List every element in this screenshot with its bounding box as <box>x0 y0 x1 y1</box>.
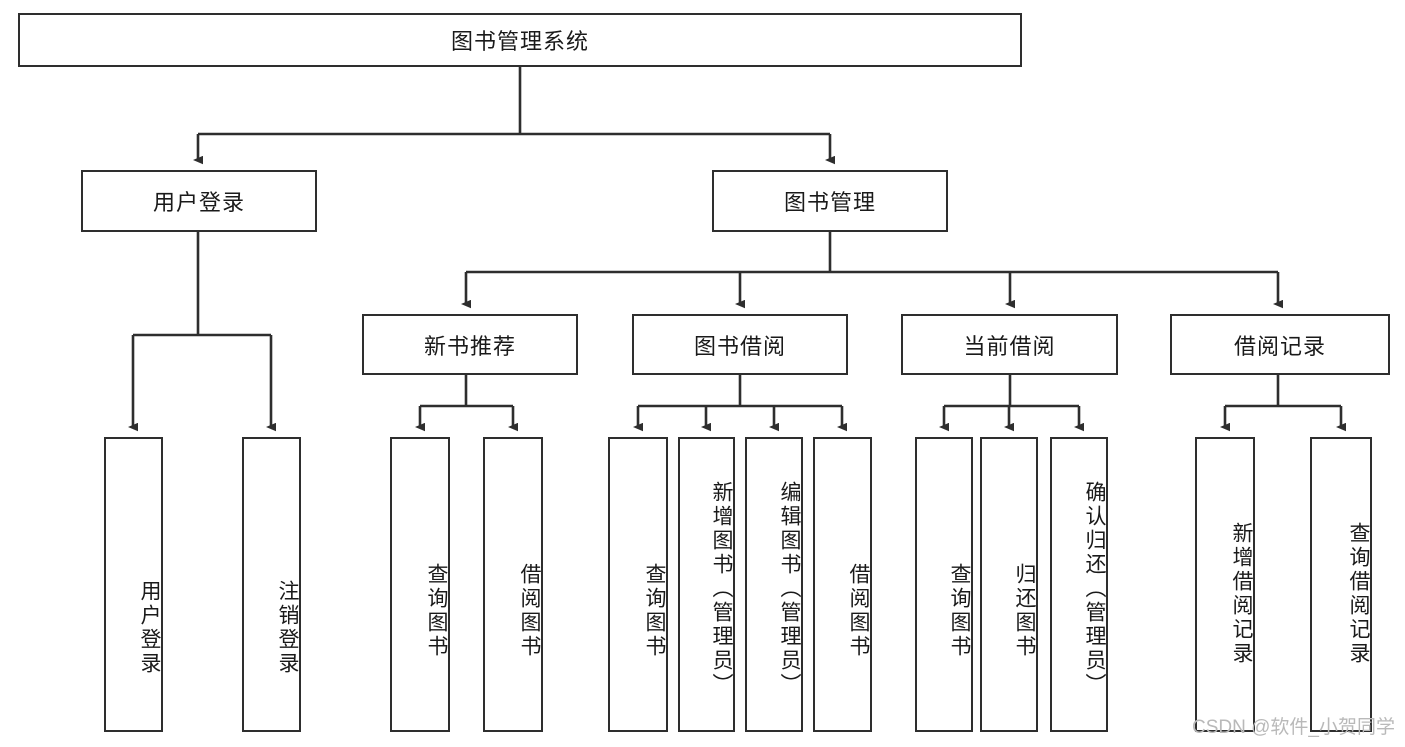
node-label: 确认归还（管理员） <box>1083 480 1106 697</box>
node-label: 用户登录 <box>152 190 245 215</box>
node-root-system[interactable]: 图书管理系统 <box>18 13 1022 67</box>
node-borrow-record[interactable]: 借阅记录 <box>1170 314 1390 375</box>
node-label: 用户登录 <box>138 579 161 676</box>
node-label: 归还图书 <box>1013 562 1036 659</box>
node-new-book-recommend[interactable]: 新书推荐 <box>362 314 578 375</box>
leaf-book-borrow-edit-book-admin[interactable]: 编辑图书（管理员） <box>745 437 803 732</box>
node-label: 图书管理系统 <box>450 29 589 54</box>
leaf-borrow-record-query-record[interactable]: 查询借阅记录 <box>1310 437 1372 732</box>
node-label: 借阅记录 <box>1233 333 1326 359</box>
node-label: 借阅图书 <box>518 562 541 659</box>
leaf-current-borrow-query-book[interactable]: 查询图书 <box>915 437 973 732</box>
csdn-watermark: CSDN @软件_小贺同学 <box>1192 717 1395 738</box>
leaf-new-book-query-book[interactable]: 查询图书 <box>390 437 450 732</box>
node-label: 注销登录 <box>276 579 299 676</box>
node-label: 新书推荐 <box>423 333 516 359</box>
leaf-current-borrow-confirm-return-admin[interactable]: 确认归还（管理员） <box>1050 437 1108 732</box>
node-label: 新增图书（管理员） <box>710 480 733 697</box>
node-book-borrow[interactable]: 图书借阅 <box>632 314 848 375</box>
node-label: 图书管理 <box>783 190 876 215</box>
leaf-borrow-record-add-record[interactable]: 新增借阅记录 <box>1195 437 1255 732</box>
leaf-new-book-borrow-book[interactable]: 借阅图书 <box>483 437 543 732</box>
node-label: 查询借阅记录 <box>1347 521 1370 666</box>
node-label: 查询图书 <box>643 562 666 659</box>
node-current-borrow[interactable]: 当前借阅 <box>901 314 1118 375</box>
node-book-management[interactable]: 图书管理 <box>712 170 948 232</box>
node-label: 查询图书 <box>425 562 448 659</box>
leaf-book-borrow-borrow-book[interactable]: 借阅图书 <box>813 437 872 732</box>
leaf-book-borrow-add-book-admin[interactable]: 新增图书（管理员） <box>678 437 735 732</box>
node-user-login[interactable]: 用户登录 <box>81 170 317 232</box>
node-label: 查询图书 <box>948 562 971 659</box>
leaf-current-borrow-return-book[interactable]: 归还图书 <box>980 437 1038 732</box>
node-label: 图书借阅 <box>693 333 786 359</box>
leaf-user-login-login[interactable]: 用户登录 <box>104 437 163 732</box>
node-label: 编辑图书（管理员） <box>778 480 801 697</box>
node-label: 借阅图书 <box>847 562 870 659</box>
leaf-user-login-logout[interactable]: 注销登录 <box>242 437 301 732</box>
leaf-book-borrow-query-book[interactable]: 查询图书 <box>608 437 668 732</box>
node-label: 新增借阅记录 <box>1230 521 1253 666</box>
node-label: 当前借阅 <box>963 333 1056 359</box>
